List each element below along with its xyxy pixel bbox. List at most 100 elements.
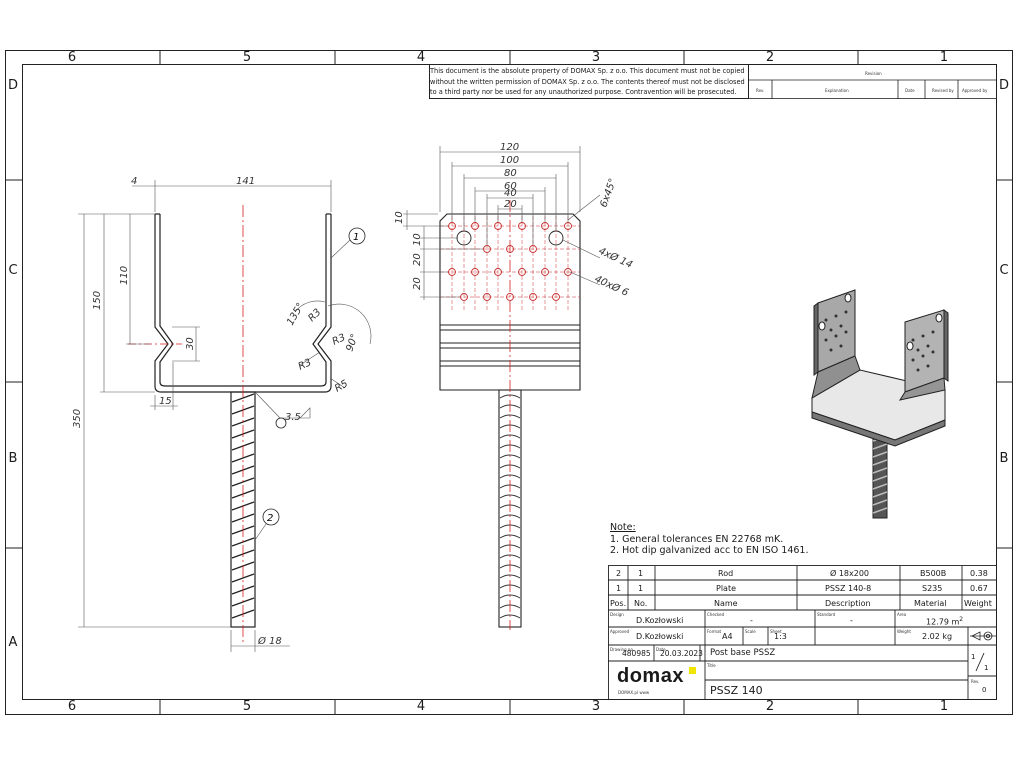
title-block-lines: [608, 565, 997, 700]
dim-20: 20: [504, 199, 517, 210]
bom-row2-material: S235: [922, 584, 943, 593]
tb-label-standard: Standard: [817, 612, 836, 617]
dim-100: 100: [500, 155, 519, 166]
zone-row-c: C: [8, 263, 18, 278]
tb-checker: D.Kozłowski: [636, 632, 684, 641]
zone-col-4-bottom: 4: [416, 699, 426, 714]
bom-row1-desc: Ø 18x200: [830, 569, 870, 578]
revision-header-date: Date: [905, 88, 915, 93]
tb-label-area: Area: [897, 612, 907, 617]
bom-row2-weight: 0.67: [970, 584, 988, 593]
tb-area: 12.79 m2: [926, 616, 963, 627]
bom-header-pos: Pos.: [610, 599, 627, 608]
revision-title: Revision: [865, 71, 882, 76]
logo-accent: [689, 667, 696, 674]
tb-label-format: Format: [707, 629, 722, 634]
bom-row1-no: 1: [638, 569, 644, 578]
tb-area-value: 12.79 m: [926, 617, 960, 627]
zone-col-1: 1: [939, 50, 949, 65]
dim-v20b: 20: [412, 277, 423, 290]
revision-header-rev: Rev.: [756, 88, 765, 93]
dim-120: 120: [500, 142, 519, 153]
revision-header-explanation: Explanation: [825, 88, 849, 93]
zone-col-6: 6: [67, 50, 77, 65]
tb-sheet-num: 1: [971, 653, 976, 661]
revision-table-lines: [748, 64, 997, 99]
bom-row1-name: Rod: [718, 569, 734, 578]
tb-label-weight: Weight: [897, 629, 911, 634]
note-2: 2. Hot dip galvanized acc to EN ISO 1461…: [610, 545, 809, 556]
projection-symbol-icon: [970, 631, 996, 641]
zone-col-5: 5: [242, 50, 252, 65]
legal-notice: This document is the absolute property o…: [430, 67, 745, 96]
dim-angle-90: 90°: [344, 333, 360, 353]
bom-header-desc: Description: [825, 599, 871, 608]
dim-110: 110: [119, 266, 130, 285]
balloon-1: [348, 227, 366, 245]
dim-angle-135: 135°: [285, 301, 307, 327]
tb-label-title: Title: [707, 663, 716, 668]
zone-row-b: B: [8, 451, 18, 466]
tb-label-approved: Approved: [610, 629, 630, 634]
iso-view: [811, 289, 949, 519]
domax-site: DOMAX.pl www: [618, 690, 650, 695]
dim-15: 15: [159, 396, 172, 407]
dim-chamfer: 6x45°: [598, 177, 619, 209]
zone-col-4: 4: [416, 50, 426, 65]
domax-logo: domax: [617, 665, 684, 687]
balloon-2: [262, 508, 280, 526]
tb-scale: 1:3: [774, 632, 787, 641]
bom-header-weight: Weight: [964, 599, 992, 608]
dim-r3-mid: R3: [331, 332, 348, 348]
tb-format: A4: [722, 632, 733, 641]
bom-row2-no: 1: [638, 584, 644, 593]
tb-weight: 2.02 kg: [922, 632, 953, 641]
zone-row-d: D: [7, 78, 18, 93]
dim-width-141: 141: [236, 176, 255, 187]
bom-row2-pos: 1: [616, 584, 622, 593]
tb-field-a: -: [750, 616, 753, 625]
zone-col-3-bottom: 3: [591, 699, 601, 714]
dim-150: 150: [92, 291, 103, 310]
bom-row2-name: Plate: [716, 584, 737, 593]
tb-label-scale: Scale: [745, 629, 756, 634]
tb-designer: D.Kozłowski: [636, 616, 684, 625]
bom-row1-weight: 0.38: [970, 569, 988, 578]
dim-30: 30: [185, 337, 196, 350]
weld-symbol: [275, 417, 287, 429]
dim-rod-diam: Ø 18: [257, 635, 282, 647]
tb-label-design: Design: [610, 612, 624, 617]
tb-drawing-no: 480985: [622, 649, 651, 658]
dim-80: 80: [504, 168, 517, 179]
zone-row-a: A: [8, 635, 18, 650]
zone-row-d-right: D: [998, 78, 1009, 93]
dim-40: 40: [504, 188, 517, 199]
dim-top-left: 4: [131, 176, 137, 187]
bom-row1-material: B500B: [920, 569, 947, 578]
dim-60: 60: [504, 181, 517, 192]
dim-r5: R5: [333, 378, 350, 394]
tb-label-date: Date: [656, 647, 666, 652]
bom-header-material: Material: [914, 599, 947, 608]
dim-v10b: 10: [412, 233, 423, 246]
bom-header-name: Name: [714, 599, 738, 608]
revision-header-revised: Revised by: [932, 88, 954, 93]
tb-rev: 0: [982, 686, 987, 694]
bom-row1-pos: 2: [616, 569, 622, 578]
zone-col-2-bottom: 2: [765, 699, 775, 714]
side-dimensions: [403, 146, 601, 300]
zone-col-3: 3: [591, 50, 601, 65]
dim-v20: 20: [412, 253, 423, 266]
bom-header-no: No.: [634, 599, 648, 608]
zone-col-2: 2: [765, 50, 775, 65]
zone-col-6-bottom: 6: [67, 699, 77, 714]
dim-holes-small: 40xØ 6: [593, 273, 631, 299]
zone-row-c-right: C: [999, 263, 1009, 278]
tb-product-desc: Post base PSSZ: [710, 648, 776, 658]
tb-product: PSSZ 140: [710, 684, 763, 697]
dim-r3-low: R3: [297, 357, 314, 373]
tb-label-sheet: Sheet: [770, 629, 782, 634]
notes-title: Note:: [610, 522, 636, 533]
dim-weld: 3.5: [285, 412, 301, 423]
